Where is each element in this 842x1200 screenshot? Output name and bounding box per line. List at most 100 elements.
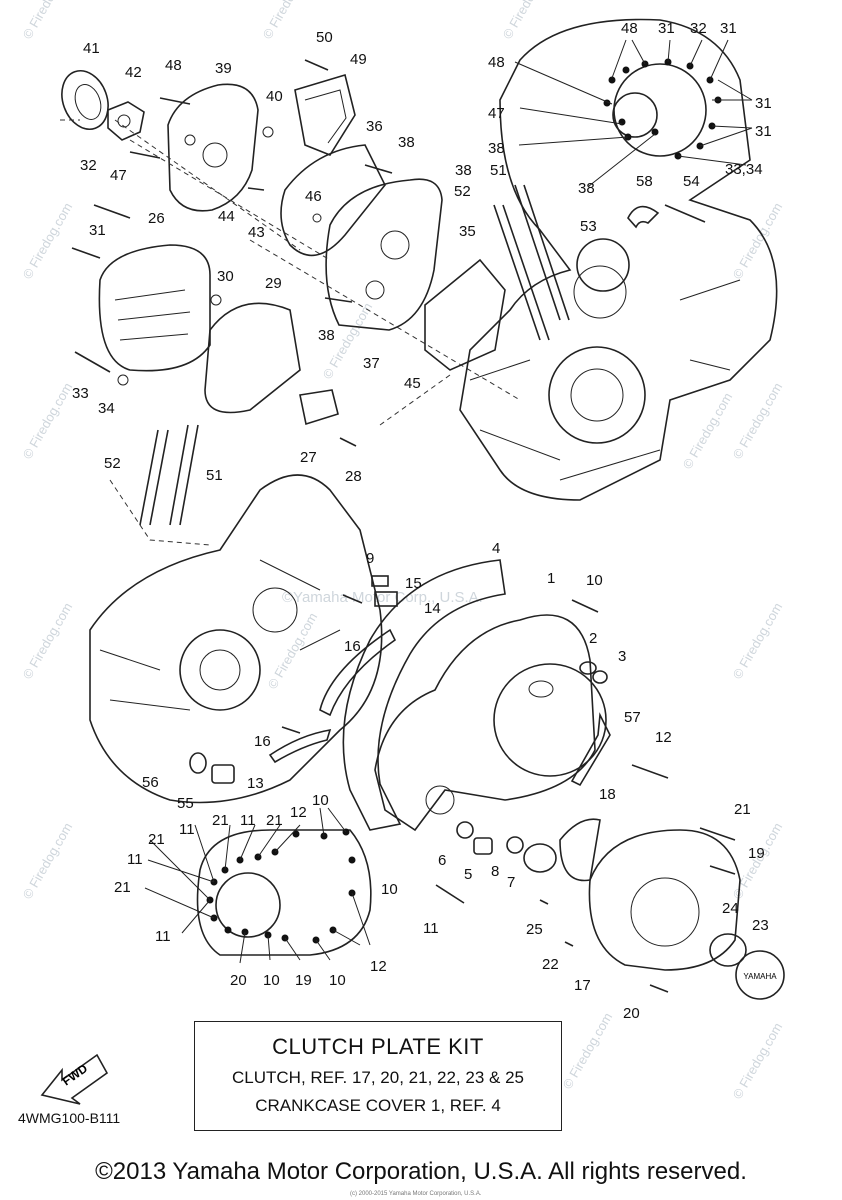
ref-label: 25 [526,921,543,938]
watermark: © Firedog.com [730,200,786,282]
ref-label: 48 [488,54,505,71]
ref-label: 10 [586,572,603,589]
ref-label: 56 [142,774,159,791]
part-14-clip [319,628,397,717]
ref-label: 47 [110,167,127,184]
watermark: © Firedog.com [500,0,556,42]
ref-label: 41 [83,40,100,57]
ref-label: 12 [655,729,672,746]
ref-label: 31 [755,123,772,140]
part-2-washer [579,661,597,675]
ref-label: 31 [720,20,737,37]
ref-label: 21 [148,831,165,848]
part-6-o-ring [456,821,474,839]
ref-label: 12 [290,804,307,821]
ref-label: 37 [363,355,380,372]
part-36-gasket [280,144,386,257]
part-56-washer [189,752,207,774]
ref-label: 52 [104,455,121,472]
ref-label: 54 [683,173,700,190]
watermark: © Firedog.com [680,390,736,472]
ref-label: 50 [316,29,333,46]
ref-label: 26 [148,210,165,227]
part-23-cap: YAMAHA [735,950,785,1000]
part-17-clutch-cover [588,829,741,971]
ref-label: 20 [623,1005,640,1022]
ref-label: 51 [490,162,507,179]
tiny-copyright-note: (c) 2000-2015 Yamaha Motor Corporation, … [350,1191,482,1197]
ref-label: 16 [344,638,361,655]
ref-label: 10 [263,972,280,989]
ref-label: 18 [599,786,616,803]
part-52-pushrod [493,204,550,341]
ref-label: 38 [398,134,415,151]
ref-label: 53 [580,218,597,235]
ref-label: 19 [295,972,312,989]
watermark: © Firedog.com [260,0,316,42]
part-1-crankcase-cover [374,614,607,832]
ref-label: 32 [80,157,97,174]
part-42-bracket [107,101,145,141]
ref-label: 17 [574,977,591,994]
ref-label: 12 [370,958,387,975]
reference-labels: 41 42 48 39 50 49 40 36 38 32 47 46 44 4… [72,20,772,1022]
part-27-plate [299,389,339,426]
ref-label: 10 [329,972,346,989]
ref-label: 21 [266,812,283,829]
ref-label: 13 [247,775,264,792]
ref-label: 7 [507,874,515,891]
kit-line-crankcase: CRANKCASE COVER 1, REF. 4 [255,1096,501,1115]
ref-label: 42 [125,64,142,81]
ref-label: 10 [312,792,329,809]
fwd-arrow: FWD [40,1053,109,1105]
watermark: © Firedog.com [20,820,76,902]
clutch-plate-kit-box: CLUTCH PLATE KIT CLUTCH, REF. 17, 20, 21… [194,1021,562,1131]
ref-label: 16 [254,733,271,750]
kit-line-clutch: CLUTCH, REF. 17, 20, 21, 22, 23 & 25 [232,1068,524,1087]
part-41-cap [61,70,109,130]
ref-label: 11 [423,920,439,937]
part-38-cover-round [612,92,658,138]
watermark: © Firedog.com [730,1020,786,1102]
center-watermark: ©Yamaha Motor Corp., U.S.A. [282,589,483,606]
part-4-gasket [342,559,506,831]
ref-label: 21 [212,812,229,829]
watermark: © Firedog.com [20,600,76,682]
part-57-clip [570,712,611,787]
watermark: © Firedog.com [265,610,321,692]
watermark: © Firedog.com [730,600,786,682]
ref-label: 9 [366,550,374,567]
part-35-cover [325,178,443,331]
part-24-gasket [709,933,747,967]
ref-label: 48 [621,20,638,37]
bolt-group-bottom-right [539,827,736,993]
ref-label: 1 [547,570,555,587]
ref-label: 29 [265,275,282,292]
watermark: © Firedog.com [560,1010,616,1092]
ref-label: 20 [230,972,247,989]
ref-label: 57 [624,709,641,726]
ref-label: 49 [350,51,367,68]
ref-label: 38 [488,140,505,157]
ref-label: 48 [165,57,182,74]
fwd-label: FWD [60,1061,91,1088]
watermark: © Firedog.com [20,0,76,42]
ref-label: 33 [72,385,89,402]
ref-label: 34 [98,400,115,417]
ref-label: 27 [300,449,317,466]
ref-label: 45 [404,375,421,392]
part-5-plug [473,837,493,855]
ref-label: 43 [248,224,265,241]
ref-label: 58 [636,173,653,190]
ref-label: 2 [589,630,597,647]
catalog-code: 4WMG100-B111 [18,1110,121,1126]
ref-label: 24 [722,900,739,917]
ref-label: 5 [464,866,472,883]
watermark: © Firedog.com [20,380,76,462]
part-39-cover [167,83,259,212]
part-32-cover-plate [613,63,707,157]
ref-label: 19 [748,845,765,862]
part-52-pushrod-lower [139,429,169,526]
ref-label: 36 [366,118,383,135]
